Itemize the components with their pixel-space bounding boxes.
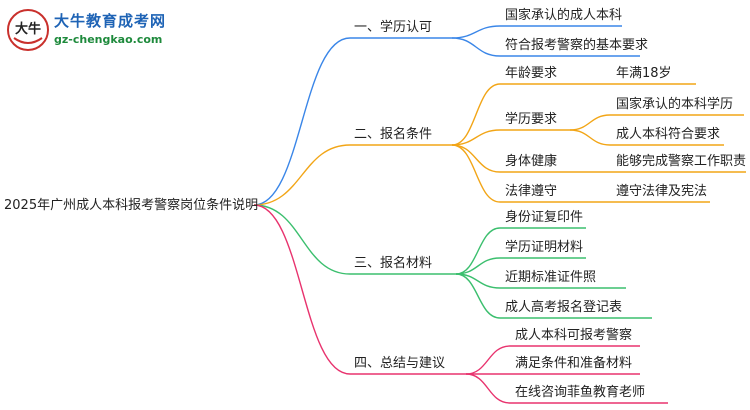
leaf-label: 符合报考警察的基本要求 [505,38,649,53]
logo-title: 大牛教育成考网 [54,12,167,30]
branch-label: 一、学历认可 [354,20,433,35]
connector-sub [451,129,501,146]
connector-leaf [455,227,501,275]
leaf-label: 成人本科符合要求 [616,127,721,142]
site-logo: 大牛 大牛教育成考网 gz-chengkao.com [4,4,174,58]
logo-url: gz-chengkao.com [54,33,163,46]
leaf-label: 成人本科可报考警察 [515,328,633,343]
connector-leaf [455,273,501,319]
branch-label: 四、总结与建议 [354,356,446,371]
leaf-label: 在线咨询菲鱼教育老师 [515,385,646,400]
connector-leaf [451,37,501,57]
sub-branch-label: 学历要求 [505,112,558,127]
root-topic: 2025年广州成人本科报考警察岗位条件说明 [4,198,259,213]
sub-branch-label: 身体健康 [505,154,558,169]
connector-leaf [569,114,611,131]
leaf-label: 国家承认的本科学历 [616,97,734,112]
connector-branch [253,204,351,275]
leaf-label: 近期标准证件照 [505,270,597,285]
leaf-label: 年满18岁 [616,66,672,81]
leaf-label: 身份证复印件 [505,210,584,225]
connector-leaf [451,25,501,39]
branch-label: 二、报名条件 [354,127,433,142]
leaf-label: 国家承认的成人本科 [505,8,623,23]
logo-badge-text: 大牛 [15,21,41,37]
connector-leaf [455,257,501,275]
connector-branch [253,37,351,206]
connector-branch [253,204,351,375]
leaf-label: 满足条件和准备材料 [515,356,633,371]
connector-sub [451,83,501,146]
leaf-label: 学历证明材料 [505,240,584,255]
connector-leaf [569,129,611,146]
connector-branch [253,144,351,206]
sub-branch-label: 法律遵守 [505,184,558,199]
connector-leaf [465,373,511,404]
connector-sub [451,144,501,173]
logo-badge-icon: 大牛 [7,9,49,51]
branch-label: 三、报名材料 [354,256,433,271]
leaf-label: 成人高考报名登记表 [505,300,623,315]
connector-leaf [465,345,511,375]
sub-branch-label: 年龄要求 [505,66,558,81]
leaf-label: 能够完成警察工作职责 [616,154,747,169]
leaf-label: 遵守法律及宪法 [616,184,708,199]
connector-sub [451,144,501,203]
